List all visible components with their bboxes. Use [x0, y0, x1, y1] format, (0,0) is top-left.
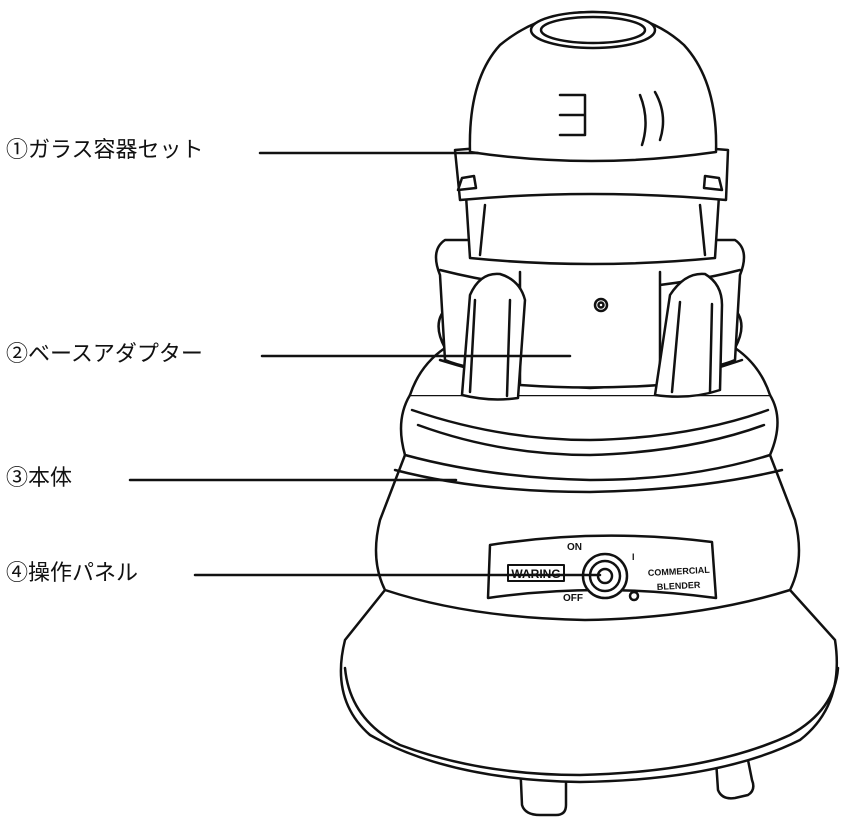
indicator-mark: I: [632, 552, 635, 562]
model-line-2: BLENDER: [657, 580, 701, 592]
callout-base-adapter: ②ベースアダプター: [6, 342, 203, 367]
callout-control-panel: ④操作パネル: [6, 561, 139, 586]
control-panel: WARING ON OFF I COMMERCIAL BLENDER: [486, 534, 718, 604]
off-label: OFF: [563, 593, 583, 604]
base-adapter: [434, 238, 746, 401]
callout-main-body: ③本体: [6, 466, 73, 491]
model-line-1: COMMERCIAL: [648, 565, 711, 578]
glass-jar-set: [453, 10, 730, 266]
indicator-light: [628, 590, 640, 602]
brand-badge: [507, 564, 565, 582]
callout-glass-jar-set: ①ガラス容器セット: [6, 138, 204, 163]
on-label: ON: [567, 542, 582, 553]
